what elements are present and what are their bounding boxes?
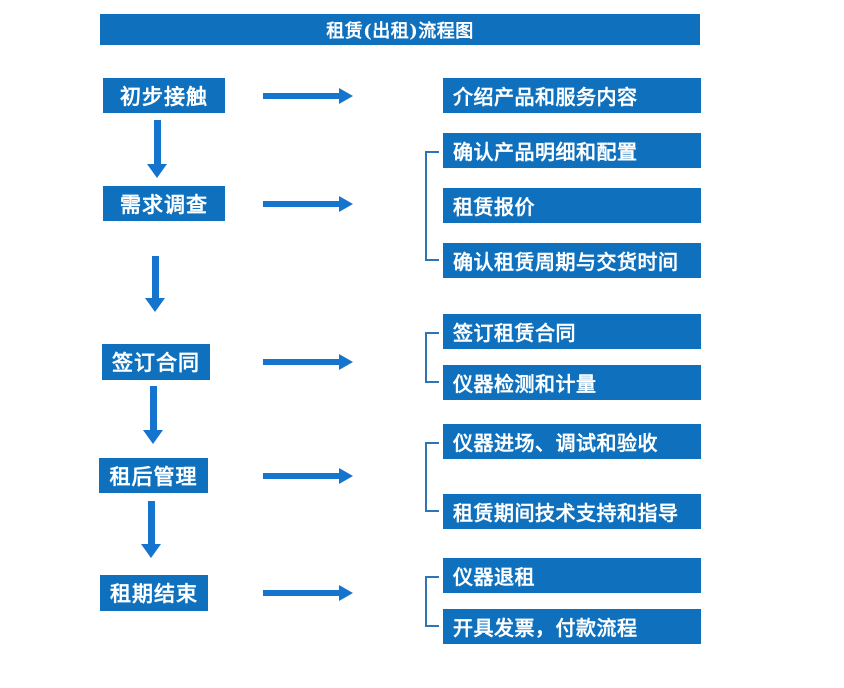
down-arrow-icon	[143, 386, 163, 444]
detail-label: 签订租赁合同	[453, 321, 576, 345]
detail-box: 仪器检测和计量	[443, 365, 701, 400]
arrow-shaft	[263, 590, 339, 596]
group-bracket	[425, 150, 439, 261]
down-arrow-icon	[141, 501, 161, 558]
arrow-head	[147, 164, 167, 178]
detail-box: 租赁期间技术支持和指导	[443, 494, 701, 529]
arrow-head	[141, 544, 161, 558]
step-label: 签订合同	[112, 350, 200, 375]
detail-box: 确认产品明细和配置	[443, 133, 701, 168]
arrow-head	[339, 467, 353, 484]
arrow-shaft	[152, 256, 159, 300]
arrow-shaft	[154, 120, 161, 166]
detail-label: 租赁期间技术支持和指导	[453, 501, 679, 525]
arrow-shaft	[148, 501, 155, 546]
arrow-shaft	[263, 359, 339, 365]
detail-box: 签订租赁合同	[443, 314, 701, 349]
step-label: 需求调查	[120, 191, 208, 217]
detail-label: 仪器进场、调试和验收	[453, 431, 658, 455]
right-arrow-icon	[263, 585, 353, 601]
arrow-head	[145, 298, 165, 312]
step-box: 租期结束	[100, 575, 208, 611]
detail-label: 仪器检测和计量	[453, 372, 597, 396]
down-arrow-icon	[147, 120, 167, 178]
detail-label: 确认租赁周期与交货时间	[453, 250, 679, 274]
detail-label: 租赁报价	[453, 195, 535, 219]
group-bracket	[425, 575, 439, 627]
detail-box: 开具发票，付款流程	[443, 609, 701, 644]
detail-box: 仪器进场、调试和验收	[443, 424, 701, 459]
arrow-shaft	[263, 92, 339, 99]
arrow-shaft	[150, 386, 157, 432]
detail-box: 仪器退租	[443, 558, 701, 593]
step-box: 初步接触	[103, 78, 225, 113]
detail-label: 仪器退租	[453, 565, 535, 589]
right-arrow-icon	[263, 195, 353, 212]
detail-box: 介绍产品和服务内容	[443, 78, 701, 113]
group-bracket	[425, 441, 439, 512]
arrow-head	[339, 87, 353, 104]
arrow-head	[339, 354, 353, 370]
arrow-head	[339, 195, 353, 212]
detail-label: 确认产品明细和配置	[453, 140, 638, 164]
arrow-shaft	[263, 472, 339, 479]
right-arrow-icon	[263, 467, 353, 484]
step-box: 签订合同	[102, 344, 210, 380]
arrow-head	[339, 585, 353, 601]
step-label: 租后管理	[109, 463, 198, 489]
detail-box: 确认租赁周期与交货时间	[443, 243, 701, 278]
step-box: 租后管理	[99, 458, 208, 493]
arrow-head	[143, 430, 163, 444]
step-label: 租期结束	[110, 581, 198, 606]
arrow-shaft	[263, 200, 339, 207]
detail-label: 介绍产品和服务内容	[453, 85, 638, 109]
right-arrow-icon	[263, 354, 353, 370]
step-box: 需求调查	[103, 186, 225, 221]
down-arrow-icon	[145, 256, 165, 312]
flowchart-title: 租赁(出租)流程图	[100, 14, 700, 45]
detail-box: 租赁报价	[443, 188, 701, 223]
step-label: 初步接触	[120, 83, 208, 109]
right-arrow-icon	[263, 87, 353, 104]
detail-label: 开具发票，付款流程	[453, 616, 638, 640]
group-bracket	[425, 331, 439, 383]
